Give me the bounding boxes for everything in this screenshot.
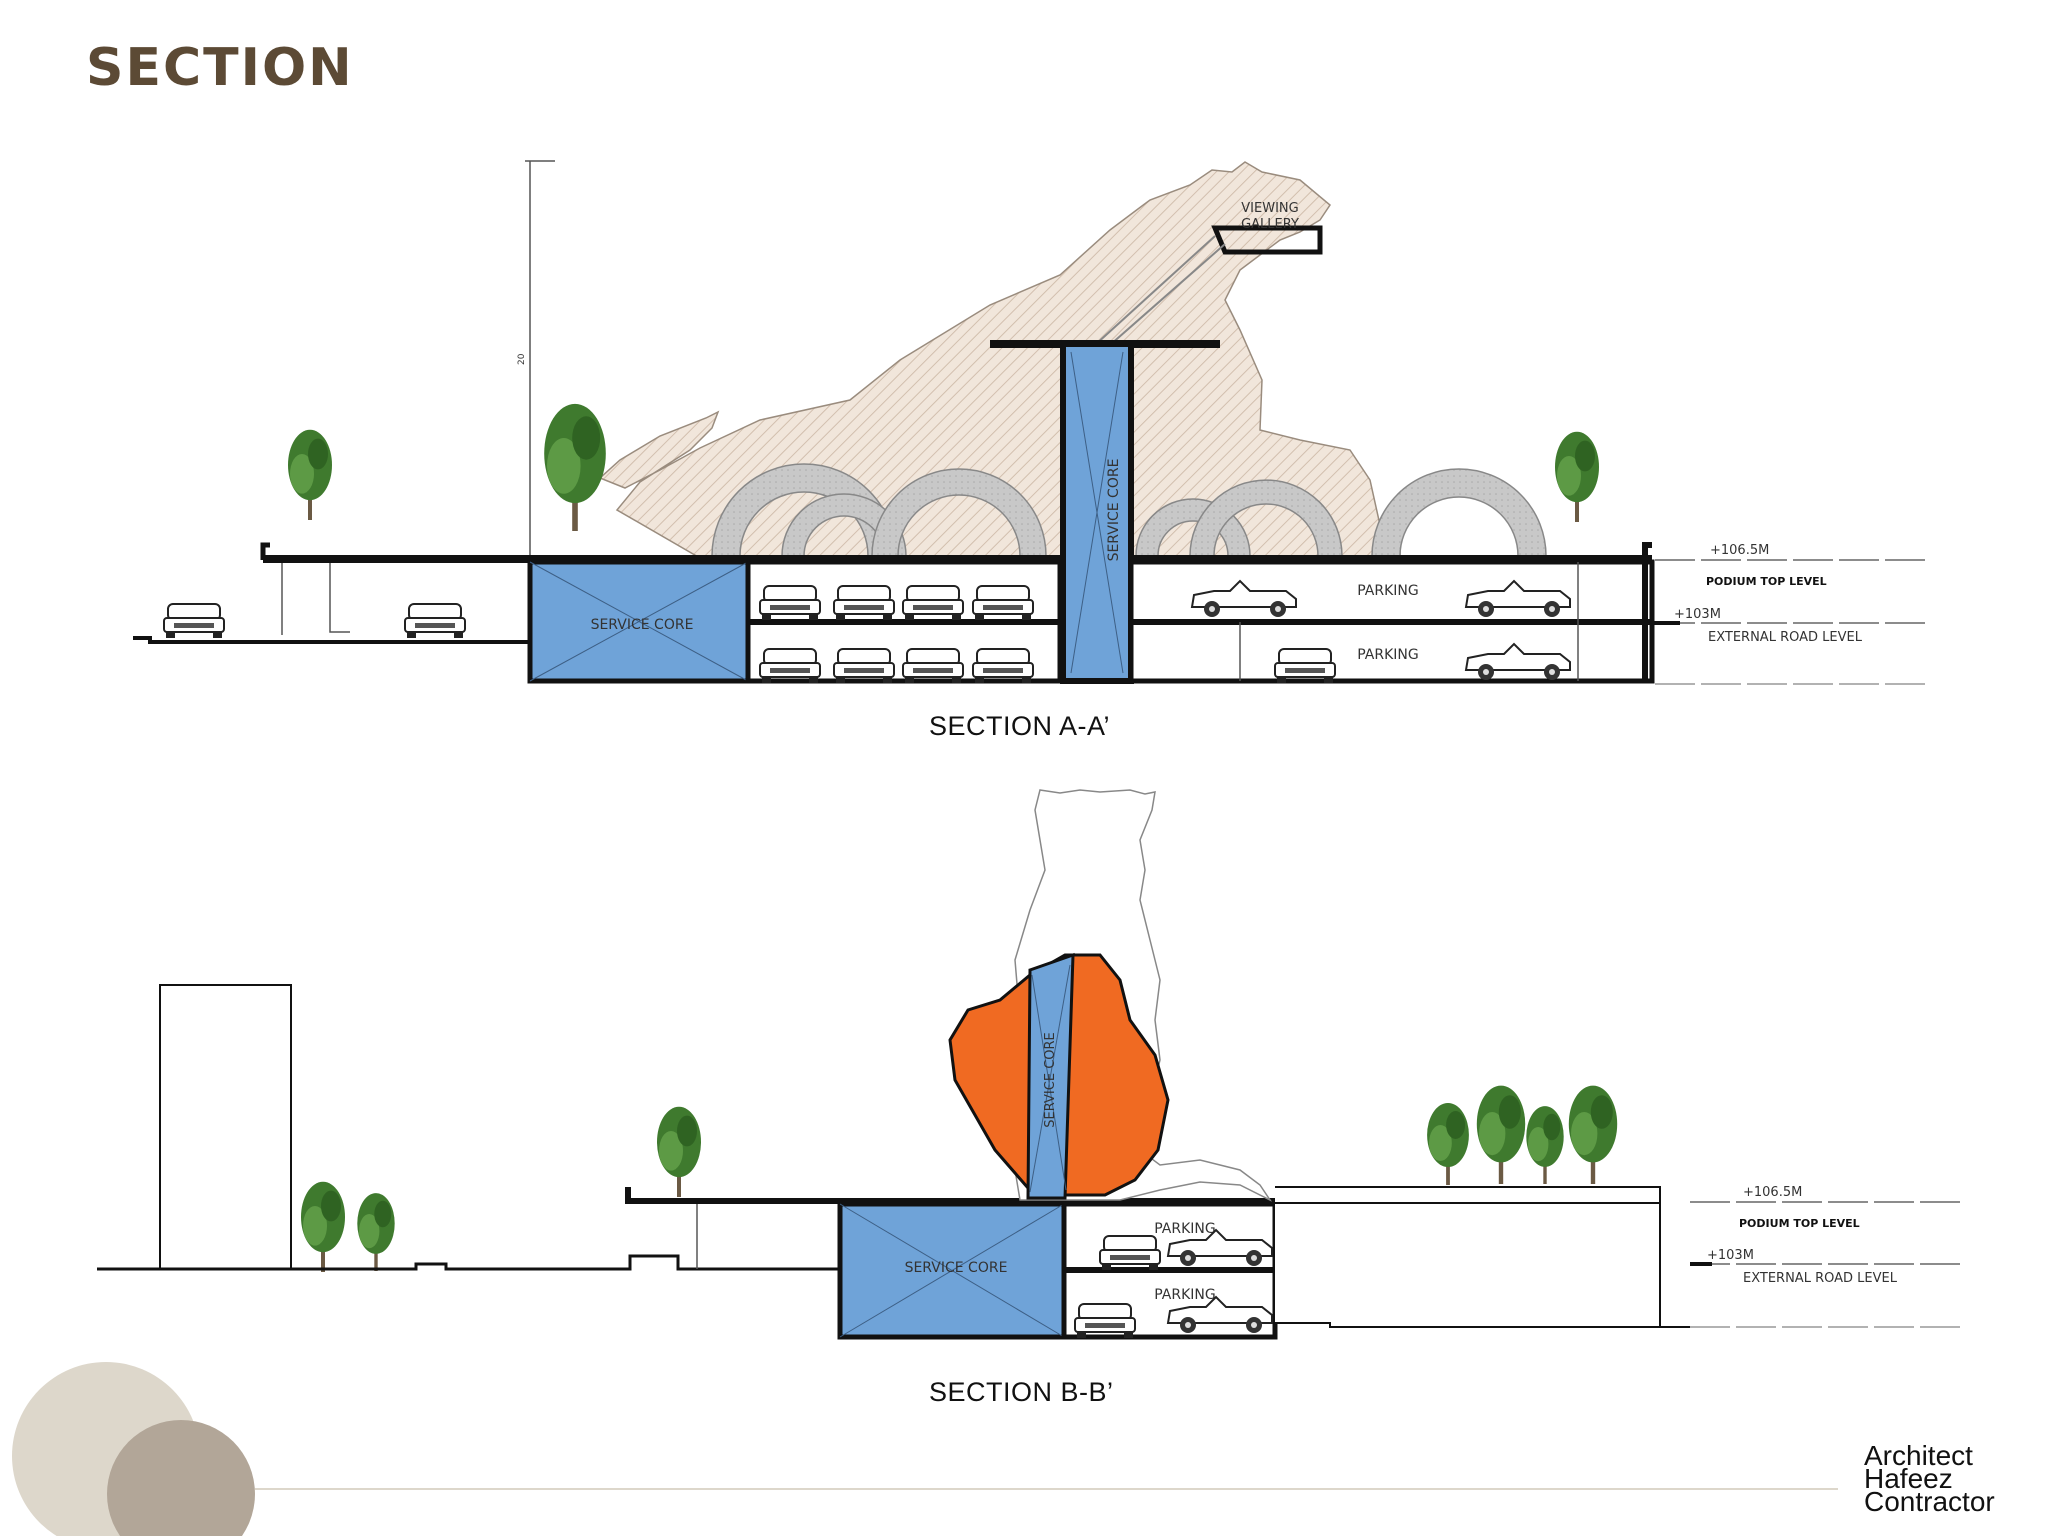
- car-icon: [972, 585, 1034, 621]
- level-top-value-a: +106.5M: [1710, 543, 1769, 558]
- car-icon: [1274, 648, 1336, 684]
- car-icon: [902, 648, 964, 684]
- section-a-caption: SECTION A-A’: [929, 711, 1111, 741]
- car-icon: [1099, 1235, 1161, 1271]
- building-block: [159, 984, 292, 1270]
- viewing-gallery-label-2: GALLERY: [1241, 217, 1299, 232]
- stone-arch-3: [871, 468, 1047, 557]
- tree-icon: [288, 429, 332, 520]
- tree-icon: [1568, 1085, 1618, 1184]
- brand-line-2: Hafeez: [1864, 1463, 1953, 1494]
- level-top-label-b: PODIUM TOP LEVEL: [1739, 1217, 1860, 1230]
- parking-upper-label-b: PARKING: [1154, 1221, 1215, 1237]
- car-icon: [404, 603, 466, 639]
- tree-icon: [1427, 1103, 1469, 1185]
- level-road-label-a: EXTERNAL ROAD LEVEL: [1708, 630, 1863, 645]
- car-icon: [833, 585, 895, 621]
- brand-line-1: Architect: [1864, 1440, 1973, 1471]
- service-core-label: SERVICE CORE: [591, 617, 694, 633]
- viewing-gallery-label: VIEWING: [1241, 201, 1298, 216]
- car-icon: [759, 585, 821, 621]
- car-icon: [972, 648, 1034, 684]
- tiger-sculpture-a: [598, 161, 1401, 559]
- car-icon: [163, 603, 225, 639]
- tree-icon: [357, 1193, 395, 1271]
- brand-logo: Architect Hafeez Contractor: [1864, 1440, 1995, 1517]
- parking-lower-label-b: PARKING: [1154, 1287, 1215, 1303]
- parking-lower-label: PARKING: [1357, 647, 1418, 663]
- level-top-label-a: PODIUM TOP LEVEL: [1706, 575, 1827, 588]
- level-road-value-a: +103M: [1674, 607, 1721, 622]
- level-road-value-b: +103M: [1707, 1248, 1754, 1263]
- height-dimension-label: 20: [517, 353, 527, 365]
- service-core-vertical-label: SERVICE CORE: [1106, 459, 1122, 562]
- stone-arch-5: [1189, 479, 1343, 557]
- tree-icon: [1526, 1106, 1564, 1184]
- tree-icon: [301, 1181, 345, 1272]
- tree-icon: [1555, 431, 1599, 522]
- car-icon: [1074, 1303, 1136, 1339]
- stone-arch-6: [1371, 468, 1547, 557]
- section-a: 20 VIEWING GALLERY SERVICE CORE: [133, 160, 1925, 685]
- tree-icon: [544, 403, 606, 531]
- section-b: SERVICE CORE SERVICE CORE PARKING PARKIN…: [97, 789, 1962, 1340]
- parking-upper-label: PARKING: [1357, 583, 1418, 599]
- section-b-caption: SECTION B-B’: [929, 1377, 1114, 1407]
- page-title: SECTION: [86, 38, 354, 98]
- decorative-circle-dark: [107, 1420, 255, 1536]
- car-icon: [833, 648, 895, 684]
- brand-line-3: Contractor: [1864, 1486, 1995, 1517]
- stone-arch-2: [781, 493, 907, 557]
- level-road-label-b: EXTERNAL ROAD LEVEL: [1743, 1271, 1898, 1286]
- service-core-label-b: SERVICE CORE: [905, 1260, 1008, 1276]
- tree-icon: [1476, 1085, 1526, 1184]
- tree-icon: [657, 1106, 701, 1197]
- service-core-vertical-label-b: SERVICE CORE: [1043, 1032, 1058, 1128]
- level-top-value-b: +106.5M: [1743, 1185, 1802, 1200]
- car-icon: [902, 585, 964, 621]
- car-icon: [759, 648, 821, 684]
